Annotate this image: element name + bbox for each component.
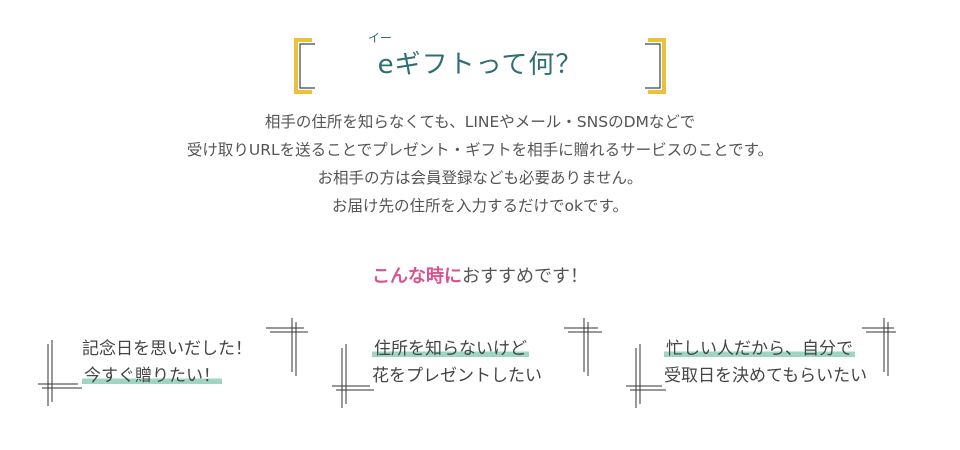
left-bracket-icon [294, 38, 315, 94]
frame-lines-icon [38, 318, 308, 406]
use-case-line-highlighted: 忙しい人だから、自分で [664, 339, 855, 359]
description-line: お届け先の住所を入力するだけでokです。 [332, 197, 628, 215]
use-case-card: 記念日を思いだした！ 今すぐ贈りたい！ [38, 318, 308, 410]
use-case-text: 住所を知らないけど 花をプレゼントしたい [372, 336, 542, 390]
recommend-heading: こんな時におすすめです！ [0, 262, 960, 288]
use-case-line-highlighted: 住所を知らないけど [372, 339, 529, 359]
use-case-text: 記念日を思いだした！ 今すぐ贈りたい！ [82, 336, 252, 390]
use-case-line-highlighted: 今すぐ贈りたい！ [82, 366, 222, 386]
use-case-card: 住所を知らないけど 花をプレゼントしたい [332, 318, 602, 410]
use-case-line: 花をプレゼントしたい [372, 366, 542, 386]
page-title: eギフトって何？ [377, 50, 583, 80]
frame-lines-icon [332, 318, 602, 408]
description-line: お相手の方は会員登録なども必要ありません。 [317, 169, 643, 187]
description-line: 相手の住所を知らなくても、LINEやメール・SNSのDMなどで [264, 113, 696, 131]
use-case-card: 忙しい人だから、自分で 受取日を決めてもらいたい [626, 318, 896, 410]
frame-lines-icon [626, 318, 896, 408]
use-case-text: 忙しい人だから、自分で 受取日を決めてもらいたい [664, 336, 867, 390]
use-case-line: 記念日を思いだした！ [82, 339, 252, 359]
recommend-heading-accent: こんな時に [372, 266, 462, 287]
heading-ruby: イー [368, 31, 393, 45]
description-line: 受け取りURLを送ることでプレゼント・ギフトを相手に贈れるサービスのことです。 [186, 141, 774, 159]
use-case-line: 受取日を決めてもらいたい [664, 366, 868, 386]
description: 相手の住所を知らなくても、LINEやメール・SNSのDMなどで 受け取りURLを… [80, 108, 880, 220]
recommend-heading-rest: おすすめです！ [462, 266, 588, 287]
section-heading: イー eギフトって何？ [290, 26, 670, 94]
right-bracket-icon [645, 38, 666, 94]
